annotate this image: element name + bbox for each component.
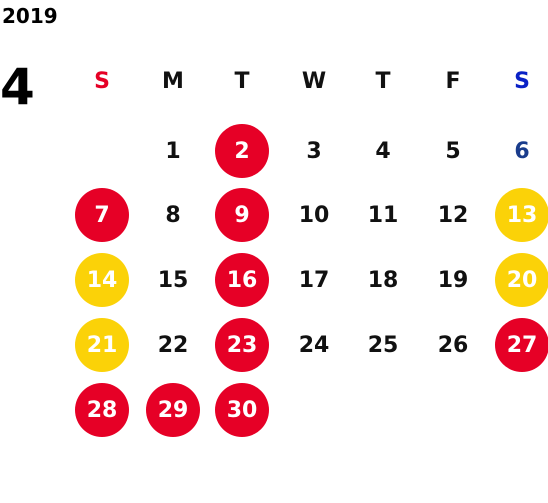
day-15: 15 [157,267,189,293]
weekday-header-sun: S [94,68,110,94]
day-8: 8 [165,202,181,228]
weekday-header-fri: F [445,68,461,94]
year-label: 2019 [2,4,58,28]
day-28: 28 [75,383,129,437]
day-18: 18 [367,267,399,293]
weekday-header-tue: T [234,68,250,94]
day-14: 14 [75,253,129,307]
day-1: 1 [165,138,181,164]
weekday-header-thu: T [375,68,391,94]
day-5: 5 [445,138,461,164]
day-21: 21 [75,318,129,372]
day-4: 4 [375,138,391,164]
day-9: 9 [215,188,269,242]
day-22: 22 [157,332,189,358]
day-2: 2 [215,124,269,178]
day-25: 25 [367,332,399,358]
day-7: 7 [75,188,129,242]
day-16: 16 [215,253,269,307]
day-10: 10 [298,202,330,228]
day-20: 20 [495,253,548,307]
day-26: 26 [437,332,469,358]
day-12: 12 [437,202,469,228]
weekday-header-sat: S [514,68,530,94]
weekday-header-wed: W [301,68,327,94]
day-13: 13 [495,188,548,242]
day-29: 29 [146,383,200,437]
weekday-header-mon: M [162,68,184,94]
day-23: 23 [215,318,269,372]
day-24: 24 [298,332,330,358]
day-6: 6 [514,138,530,164]
month-number: 4 [0,58,35,116]
day-3: 3 [306,138,322,164]
day-19: 19 [437,267,469,293]
day-17: 17 [298,267,330,293]
day-27: 27 [495,318,548,372]
day-11: 11 [367,202,399,228]
day-30: 30 [215,383,269,437]
